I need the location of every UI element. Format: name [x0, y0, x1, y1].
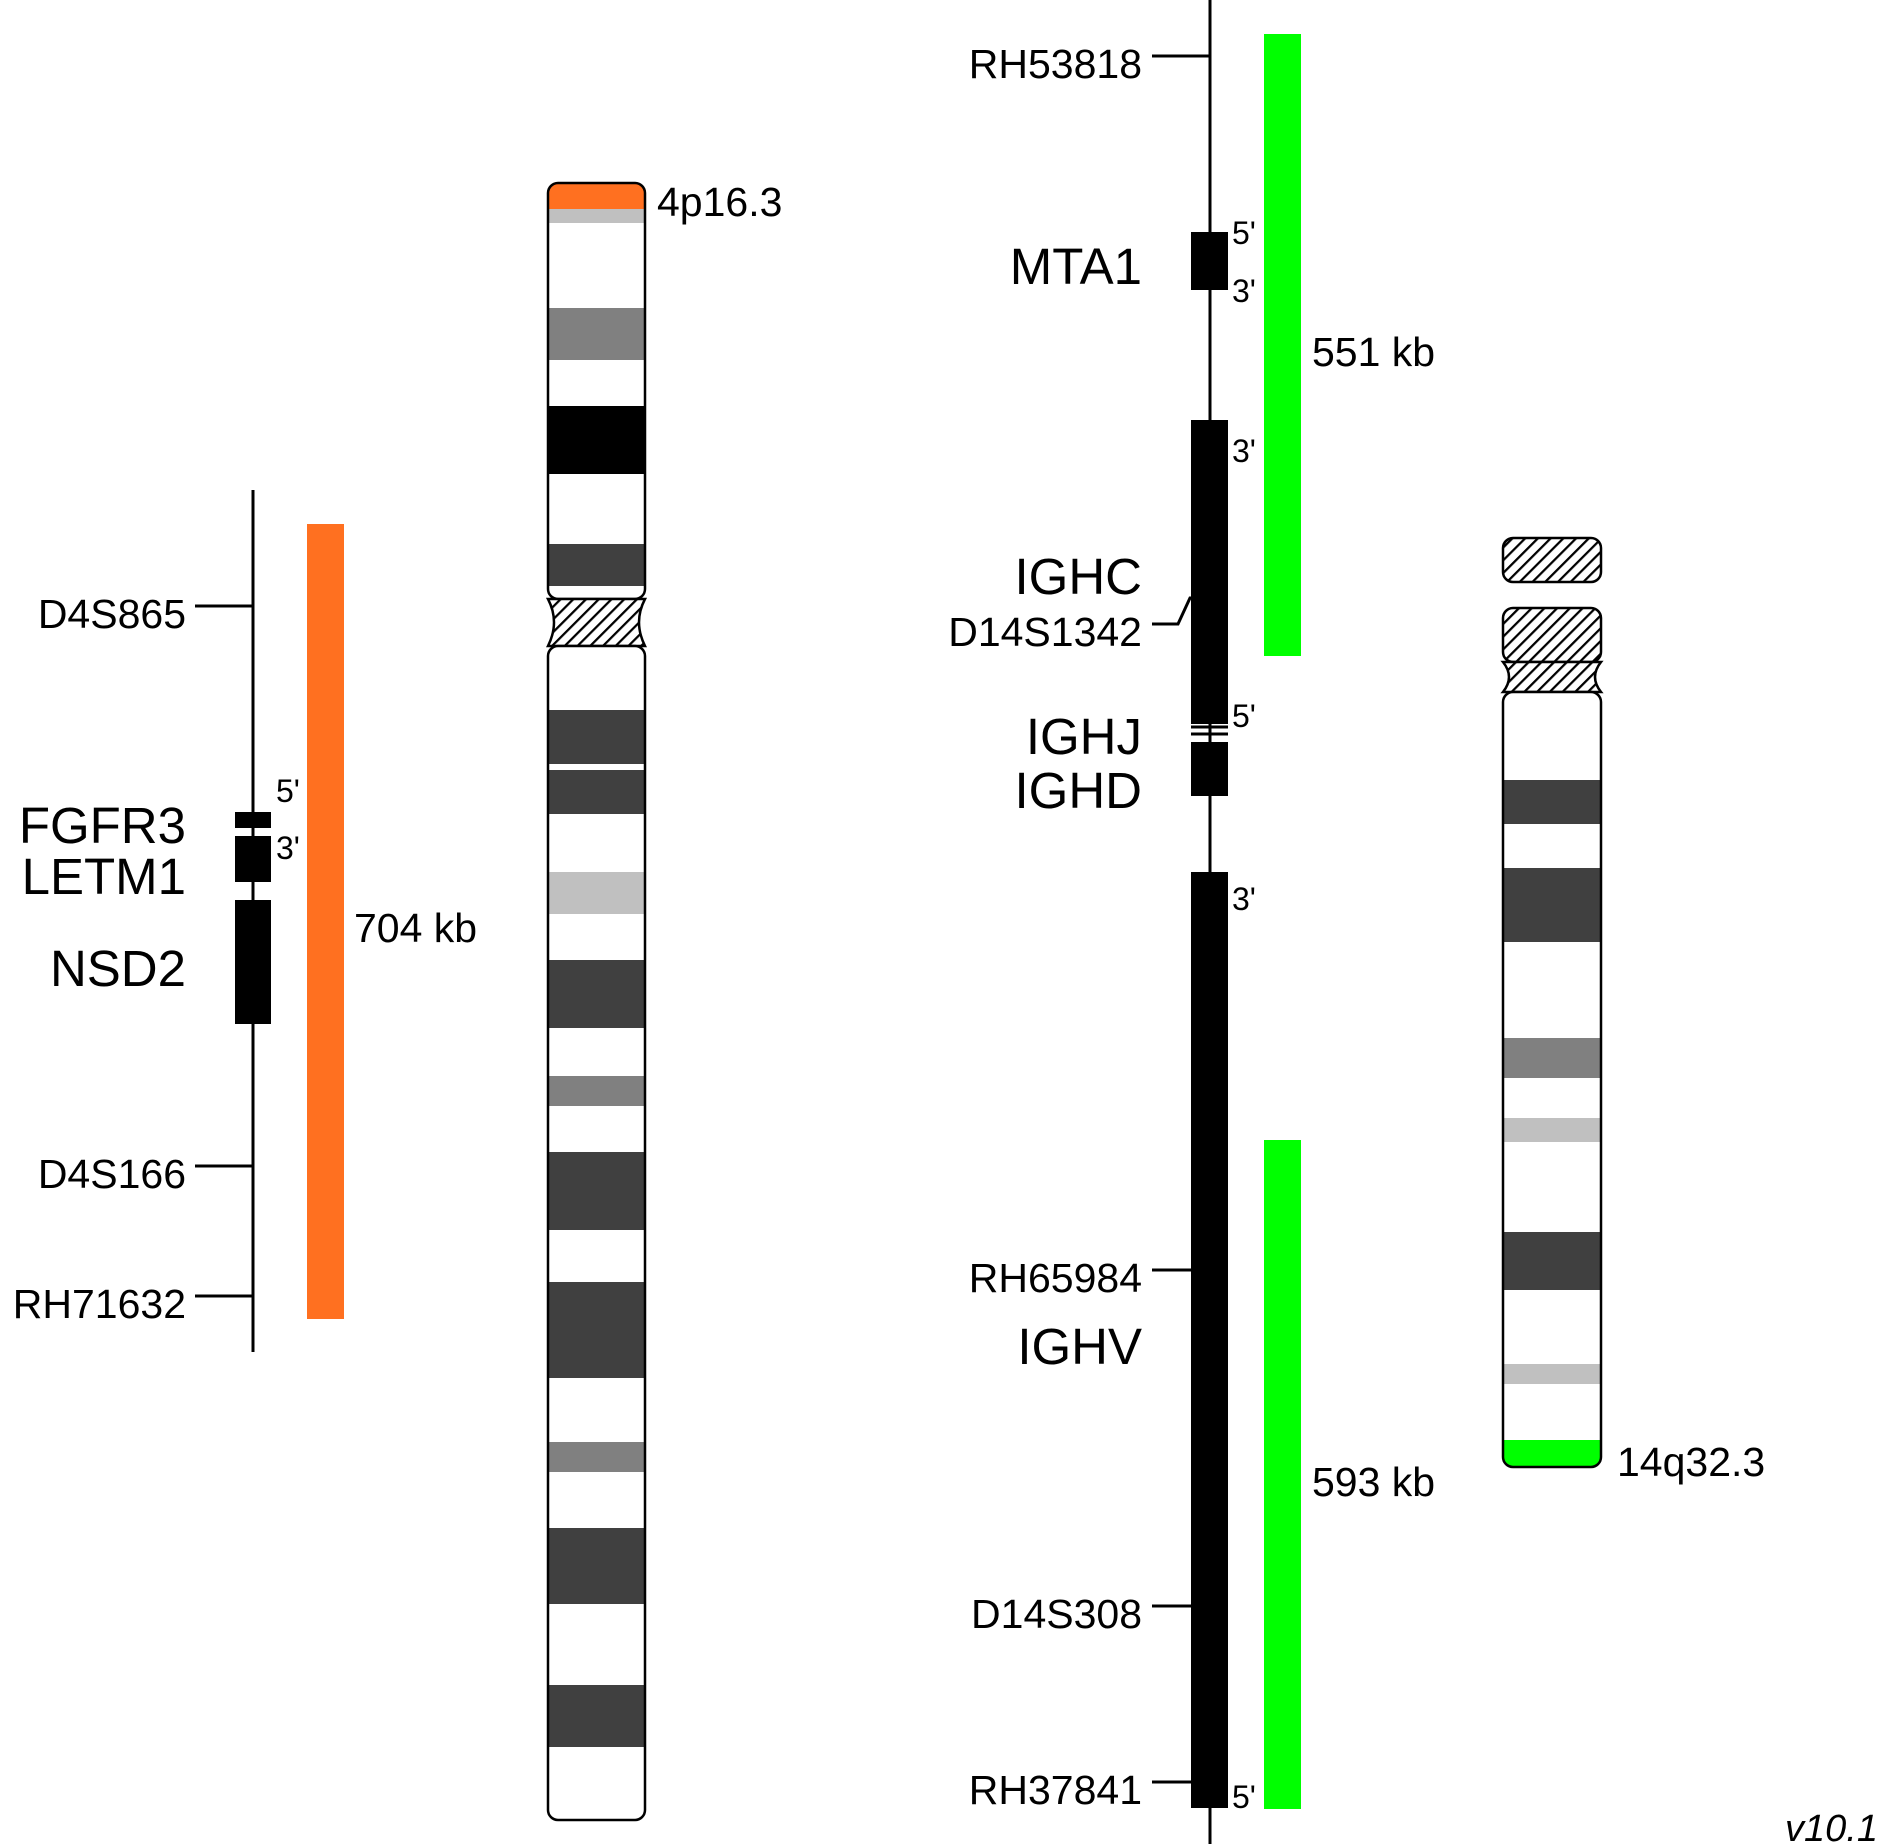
chr4-q-arm-outline — [546, 644, 647, 1822]
band-4q26 — [548, 1152, 645, 1230]
band-4q21-3 — [548, 872, 645, 914]
band-14q31 — [1503, 1232, 1601, 1290]
end-label-ighv-3prime: 3' — [1232, 881, 1256, 917]
gene-block-nsd2 — [235, 900, 271, 1024]
band-4p13 — [548, 544, 645, 586]
probe-bar-14q-lower — [1264, 1140, 1301, 1809]
gene-label-fgfr3: FGFR3 — [19, 797, 186, 854]
marker-label-d4s166: D4S166 — [38, 1151, 186, 1197]
chr4-centromere — [545, 597, 648, 648]
gene-label-ighd: IGHD — [1015, 762, 1143, 819]
gene-label-letm1: LETM1 — [22, 848, 186, 905]
probe-bar-14q-upper — [1264, 34, 1301, 656]
gene-label-ighj: IGHJ — [1026, 708, 1142, 765]
gene-label-ighv: IGHV — [1017, 1318, 1142, 1375]
gene-block-ighv — [1191, 872, 1228, 1808]
probe-size-label-593kb: 593 kb — [1312, 1459, 1435, 1505]
probe-bar-4p — [307, 524, 344, 1319]
probe-size-label-551kb: 551 kb — [1312, 329, 1435, 375]
band-4p15-3 — [548, 308, 645, 360]
gene-block-ighc — [1191, 420, 1228, 724]
probe-band-14q32-3 — [1503, 1440, 1601, 1467]
band-4q22 — [548, 960, 645, 1028]
band-4q24 — [548, 1076, 645, 1106]
probe-band-4p16-3 — [548, 183, 645, 209]
version-label: v10.1 — [1785, 1808, 1878, 1844]
chr14-p-arm — [1501, 606, 1603, 664]
marker-label-d4s865: D4S865 — [38, 591, 186, 637]
gene-label-ighc: IGHC — [1015, 548, 1143, 605]
band-4q31-2 — [548, 1442, 645, 1472]
end-label-3prime: 3' — [276, 830, 300, 866]
band-4p15-1 — [548, 406, 645, 474]
gene-block-ighd — [1191, 742, 1228, 796]
band-14q32-1 — [1503, 1364, 1601, 1384]
marker-label-rh71632: RH71632 — [13, 1281, 186, 1327]
gene-block-mta1 — [1191, 232, 1228, 290]
chromosome-4-ideogram: 4p16.3 — [545, 179, 782, 1822]
band-4q21-1 — [548, 770, 645, 814]
end-label-ighc-3prime: 3' — [1232, 433, 1256, 469]
band-14q12 — [1503, 780, 1601, 824]
band-14q23 — [1503, 1038, 1601, 1078]
band-4q32 — [548, 1528, 645, 1604]
marker-label-rh53818: RH53818 — [969, 41, 1142, 87]
gene-block-letm1 — [235, 836, 271, 882]
end-label-mta1-5prime: 5' — [1232, 215, 1256, 251]
gene-label-mta1: MTA1 — [1010, 238, 1142, 295]
band-14q24-2 — [1503, 1118, 1601, 1142]
band-4q28 — [548, 1282, 645, 1378]
gene-block-fgfr3 — [235, 812, 271, 828]
chromosome-14-ideogram: 14q32.3 — [1500, 536, 1765, 1485]
marker-label-d14s308: D14S308 — [971, 1591, 1142, 1637]
left-locus-map: D4S865 D4S166 RH71632 FGFR3 LETM1 NSD2 5… — [13, 490, 477, 1352]
end-label-ighj-5prime: 5' — [1232, 698, 1256, 734]
marker-label-d14s1342: D14S1342 — [948, 609, 1142, 655]
chr14-band-label: 14q32.3 — [1617, 1439, 1765, 1485]
right-locus-map: RH53818 D14S1342 RH65984 D14S308 RH37841… — [948, 0, 1435, 1844]
chr14-centromere — [1500, 660, 1604, 694]
chr14-p-satellite — [1501, 536, 1603, 584]
marker-label-rh37841: RH37841 — [969, 1767, 1142, 1813]
marker-tick-d14s1342 — [1152, 596, 1196, 626]
end-label-mta1-3prime: 3' — [1232, 273, 1256, 309]
band-4q34 — [548, 1685, 645, 1747]
band-4q13 — [548, 710, 645, 764]
probe-size-label-704kb: 704 kb — [354, 905, 477, 951]
chr14-q-arm-outline — [1501, 690, 1603, 1469]
end-label-5prime: 5' — [276, 773, 300, 809]
chr4-band-label: 4p16.3 — [657, 179, 782, 225]
band-4p16-2 — [548, 209, 645, 223]
end-label-ighv-5prime: 5' — [1232, 1779, 1256, 1815]
gene-label-nsd2: NSD2 — [50, 940, 186, 997]
marker-label-rh65984: RH65984 — [969, 1255, 1142, 1301]
band-14q21 — [1503, 868, 1601, 942]
